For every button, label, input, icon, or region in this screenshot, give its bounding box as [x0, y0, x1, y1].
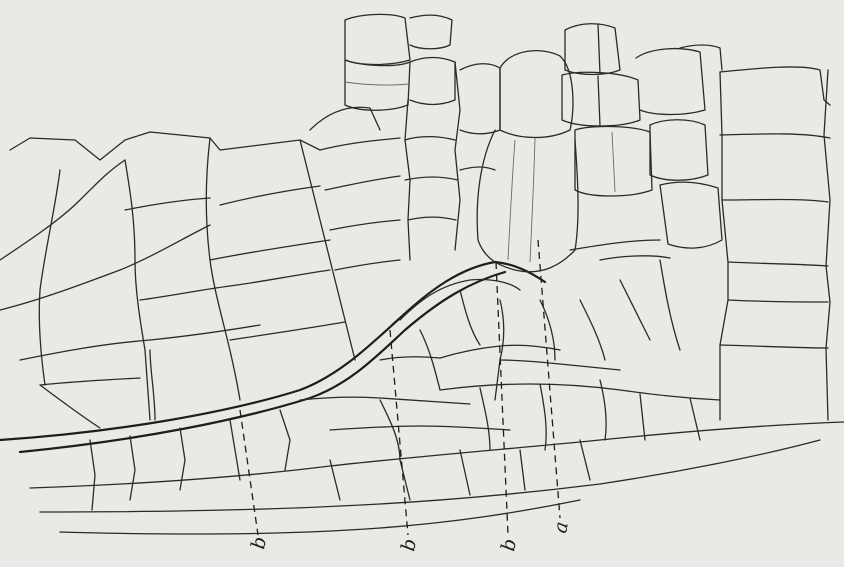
tissue-drawing: b b b a: [0, 0, 844, 567]
cell-tissue-figure: b b b a: [0, 0, 844, 567]
paper-background: [0, 0, 844, 567]
